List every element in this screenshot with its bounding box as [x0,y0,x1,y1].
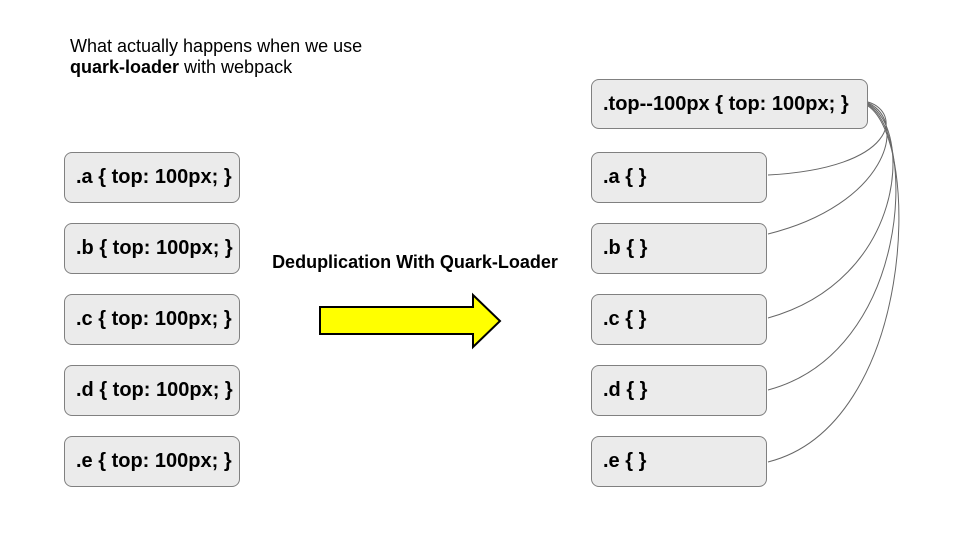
source-rule-box-b: .b { top: 100px; } [64,223,240,274]
connector-top--100px-to-d [767,104,897,391]
source-rule-label-e: .e { top: 100px; } [76,450,232,472]
output-rule-label-c: .c { } [603,308,647,330]
right-arrow-shape [319,292,502,350]
source-rule-label-b: .b { top: 100px; } [76,237,233,259]
output-rule-label-e: .e { } [603,450,647,472]
slide-title: What actually happens when we use quark-… [70,36,410,78]
source-rule-box-d: .d { top: 100px; } [64,365,240,416]
source-rule-box-a: .a { top: 100px; } [64,152,240,203]
output-rule-box-a: .a { } [591,152,767,203]
output-rule-label-a: .a { } [603,166,647,188]
output-rule-box-b: .b { } [591,223,767,274]
source-rule-label-a: .a { top: 100px; } [76,166,232,188]
dedup-rule-label-top--100px: .top--100px { top: 100px; } [603,92,849,115]
title-line1: What actually happens when we use [70,36,363,56]
title-quark-loader: quark-loader [70,57,180,77]
connector-top--100px-to-c [767,103,894,319]
transformation-caption: Deduplication With Quark-Loader [272,252,558,272]
dedup-rule-box-top--100px: .top--100px { top: 100px; } [591,79,868,129]
source-rule-label-d: .d { top: 100px; } [76,379,233,401]
source-rule-label-c: .c { top: 100px; } [76,308,232,330]
source-rule-box-c: .c { top: 100px; } [64,294,240,345]
output-rule-label-b: .b { } [603,237,648,259]
connector-top--100px-to-e [767,105,900,463]
output-rule-label-d: .d { } [603,379,648,401]
output-rule-box-d: .d { } [591,365,767,416]
output-rule-box-e: .e { } [591,436,767,487]
title-line2-rest: with webpack [179,57,293,77]
output-rule-box-c: .c { } [591,294,767,345]
source-rule-box-e: .e { top: 100px; } [64,436,240,487]
